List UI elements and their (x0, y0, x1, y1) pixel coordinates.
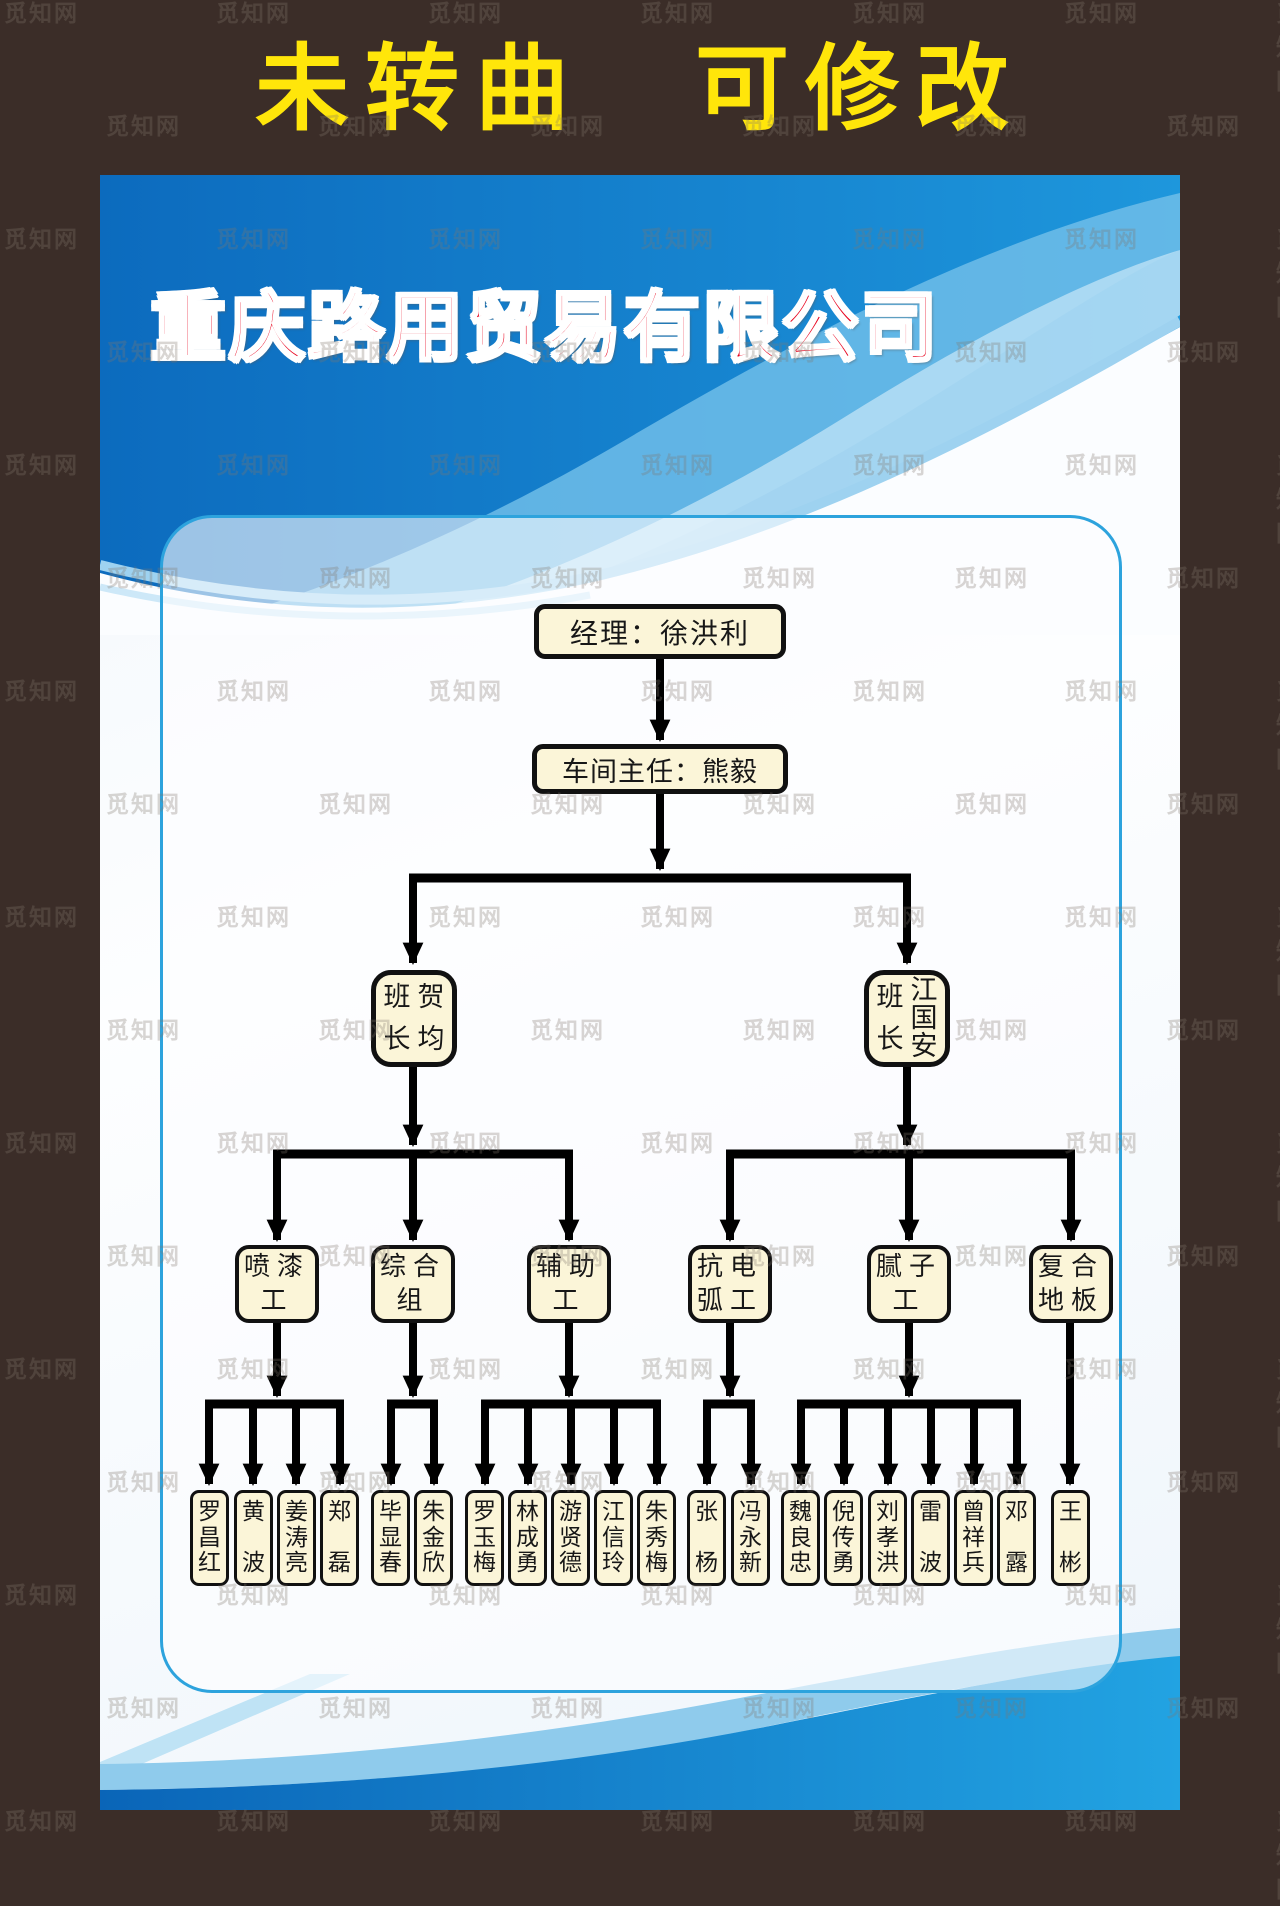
org-node-member: 黄波 (234, 1490, 273, 1586)
org-node-team-1: 喷漆工 (235, 1245, 319, 1323)
org-node-member: 江信玲 (594, 1490, 633, 1586)
org-node-member: 冯永新 (731, 1490, 770, 1586)
leader-role: 班长 (876, 981, 904, 1055)
org-node-leader-1: 班长 贺均 (371, 970, 457, 1067)
org-node-member: 罗昌红 (190, 1490, 229, 1586)
org-node-member: 曾祥兵 (954, 1490, 993, 1586)
org-node-member: 王彬 (1051, 1490, 1090, 1586)
org-node-member: 朱秀梅 (637, 1490, 676, 1586)
org-node-leader-2: 班长 江国安 (864, 970, 950, 1067)
org-node-manager: 经理：徐洪利 (534, 604, 786, 659)
org-node-team-2: 综合组 (371, 1245, 455, 1323)
org-node-member: 邓露 (997, 1490, 1036, 1586)
org-node-member: 倪传勇 (824, 1490, 863, 1586)
org-node-member: 姜涛亮 (277, 1490, 316, 1586)
company-title: 重庆路用贸易有限公司 (149, 282, 940, 374)
org-node-team-5: 腻子工 (867, 1245, 951, 1323)
org-node-member: 郑磊 (320, 1490, 359, 1586)
org-node-team-6: 复合地板 (1029, 1245, 1113, 1323)
org-node-member: 朱金欣 (414, 1490, 453, 1586)
leader-role: 班长 (383, 981, 411, 1055)
org-node-member: 林成勇 (508, 1490, 547, 1586)
leader-name: 贺均 (417, 981, 445, 1055)
leader-name: 江国安 (910, 974, 938, 1062)
org-node-director: 车间主任：熊毅 (532, 744, 788, 794)
org-node-member: 张杨 (687, 1490, 726, 1586)
org-node-team-4: 抗电弧工 (688, 1245, 772, 1323)
org-node-member: 毕显春 (371, 1490, 410, 1586)
org-node-member: 魏良忠 (781, 1490, 820, 1586)
banner-title: 未转曲 可修改 (254, 34, 1025, 144)
org-node-member: 游贤德 (551, 1490, 590, 1586)
org-node-member: 雷波 (911, 1490, 950, 1586)
org-node-team-3: 辅助工 (527, 1245, 611, 1323)
org-node-member: 罗玉梅 (465, 1490, 504, 1586)
org-node-member: 刘孝洪 (868, 1490, 907, 1586)
